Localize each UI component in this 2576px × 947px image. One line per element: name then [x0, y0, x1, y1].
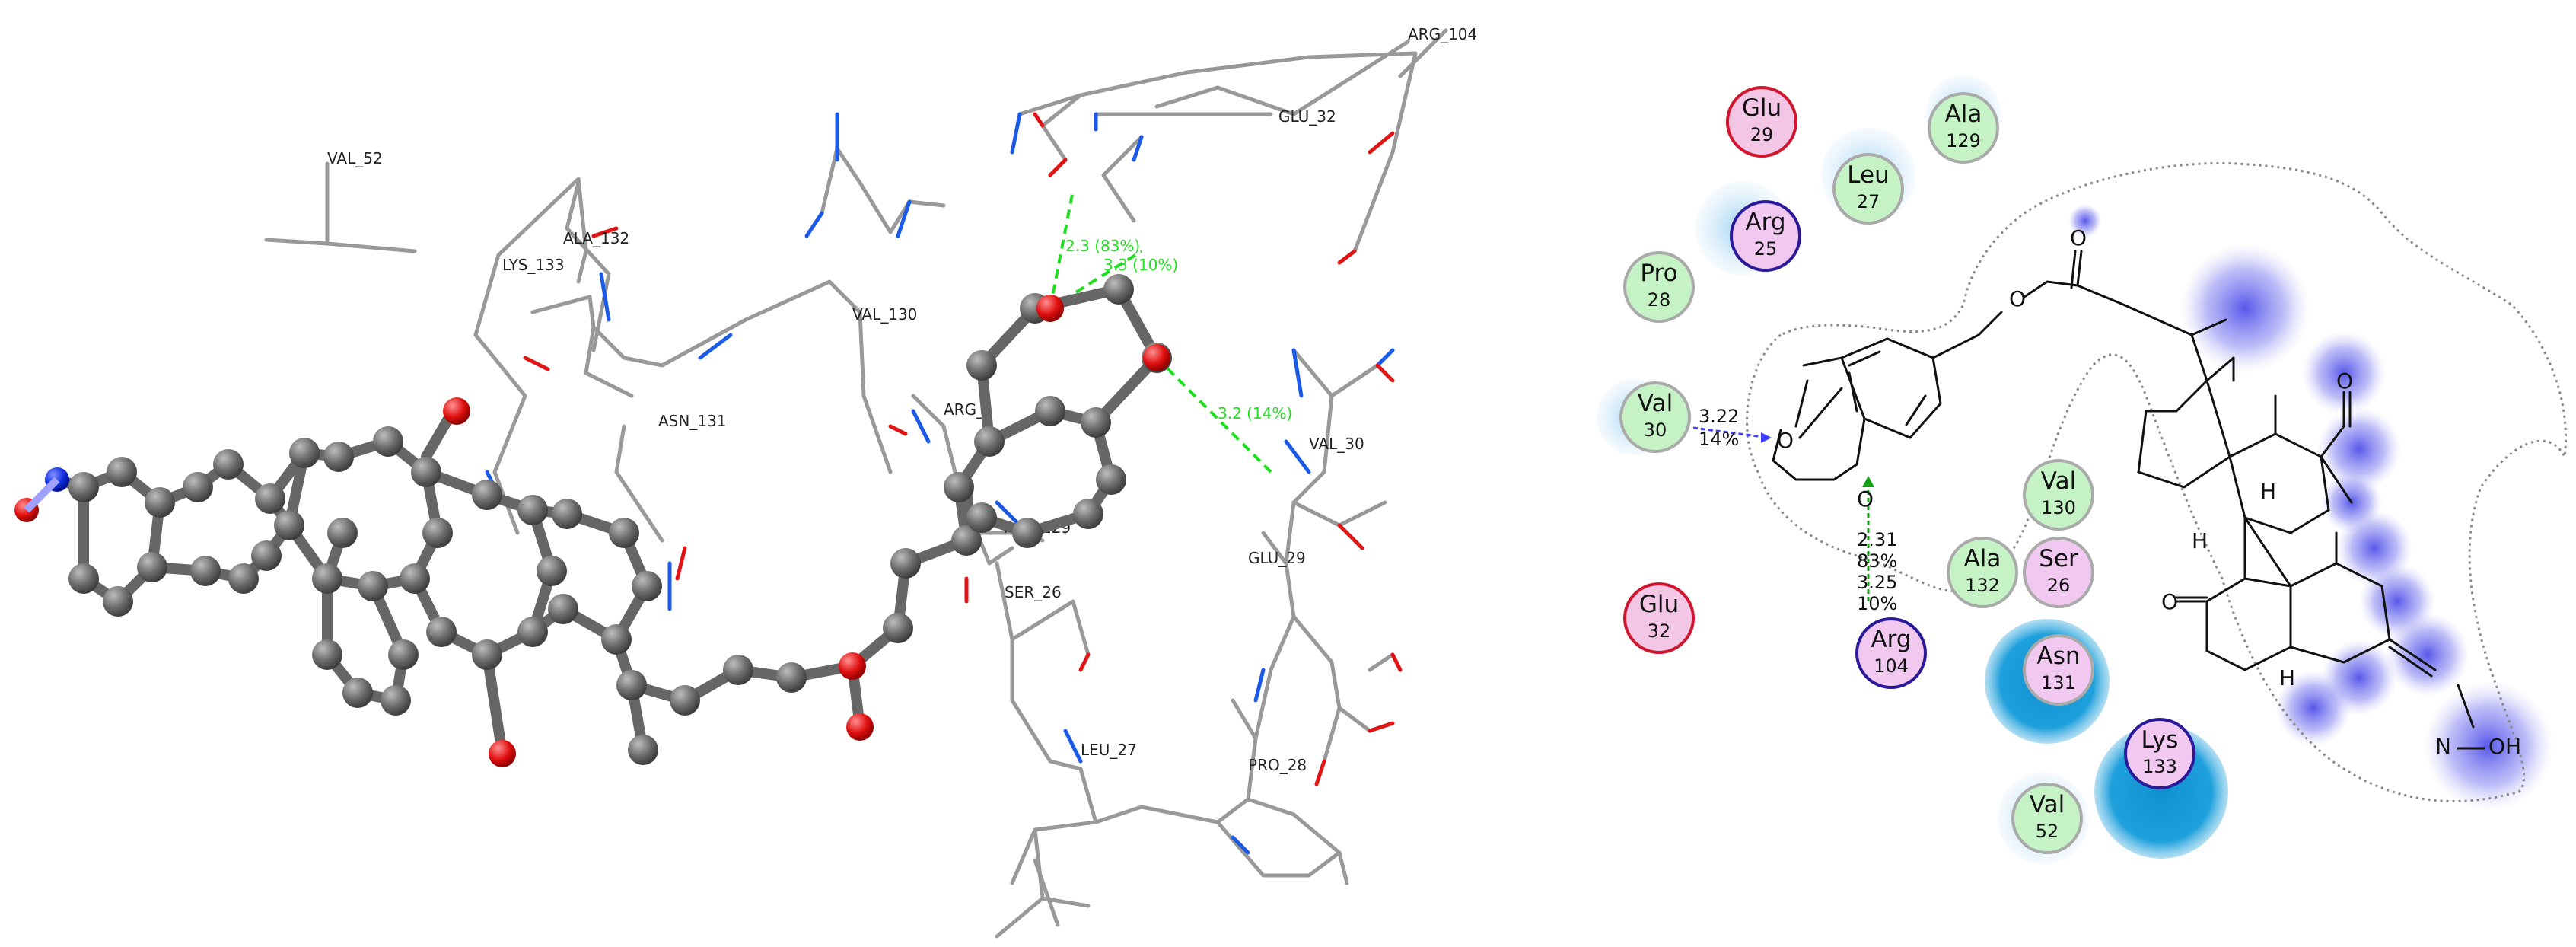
atom-o-4: O	[2070, 225, 2087, 250]
residue-number: 52	[2036, 821, 2059, 842]
residue-name: Arg	[1745, 209, 1785, 236]
residue-name: Val	[2041, 467, 2076, 495]
arg104-distance-1: 2.31	[1857, 529, 1897, 550]
atom-oh: OH	[2488, 734, 2521, 759]
residue-number: 30	[1644, 419, 1667, 441]
residue-val52: Val 52	[2011, 783, 2083, 854]
residue-lys133: Lys 133	[2124, 718, 2195, 789]
residue-number: 29	[1750, 124, 1774, 145]
atom-h-1: H	[2260, 479, 2276, 504]
residue-number: 26	[2047, 575, 2071, 596]
residue-name: Ser	[2039, 545, 2078, 572]
heteroatom-sticks	[485, 112, 1403, 855]
atom-o-5: O	[2336, 368, 2353, 394]
residue-name: Asn	[2036, 642, 2080, 670]
residue-name: Val	[1638, 390, 1673, 417]
residue-name: Glu	[1742, 94, 1782, 122]
residue-number: 130	[2041, 497, 2076, 518]
val30-distance: 3.22	[1699, 406, 1739, 427]
label-glu29: GLU_29	[1248, 549, 1306, 567]
label-val30: VAL_30	[1309, 435, 1364, 453]
residue-name: Val	[2030, 791, 2065, 818]
residue-number: 25	[1754, 238, 1778, 260]
residue-val30: Val 30	[1619, 381, 1691, 453]
residue-arg104: Arg 104	[1855, 617, 1927, 689]
atom-o-6: O	[2161, 589, 2178, 614]
label-lys133: LYS_133	[502, 256, 565, 274]
hbond-label-2: 3.3 (10%)	[1103, 256, 1178, 274]
val30-occupancy: 14%	[1699, 429, 1739, 450]
label-arg104: ARG_104	[1408, 25, 1477, 43]
ligand-3d	[14, 274, 1172, 767]
pose-3d-panel: ARG_104 GLU_32 VAL_52 ALA_132 LYS_133 VA…	[14, 25, 1477, 939]
residue-ala132: Ala 132	[1947, 537, 2018, 608]
residue-name: Pro	[1640, 260, 1677, 287]
residue-name: Ala	[1945, 100, 1982, 128]
residue-val130: Val 130	[2023, 459, 2094, 531]
hbond-label-1: 2.3 (83%)	[1065, 237, 1140, 255]
residue-leu27: Leu 27	[1832, 153, 1904, 225]
residue-pro28: Pro 28	[1623, 251, 1695, 323]
residue-glu32: Glu 32	[1623, 582, 1695, 654]
label-val130: VAL_130	[852, 305, 917, 324]
hbonds-2d	[1692, 426, 1870, 601]
residue-name: Lys	[2141, 726, 2179, 754]
residue-arg25: Arg 25	[1730, 200, 1801, 272]
residue-name: Leu	[1847, 161, 1889, 189]
ligand-halos	[2068, 204, 2553, 811]
residue-ala129: Ala 129	[1928, 92, 1999, 164]
hbond-arrowhead-arg104	[1862, 476, 1874, 487]
label-val52: VAL_52	[327, 149, 383, 167]
residue-labels-3d: ARG_104 GLU_32 VAL_52 ALA_132 LYS_133 VA…	[327, 25, 1477, 774]
residue-discs: Glu 29 Leu 27 Ala 129 Arg 25 Pro 28	[1619, 86, 2195, 854]
residue-number: 28	[1648, 289, 1671, 311]
residue-glu29: Glu 29	[1726, 86, 1797, 158]
label-leu27: LEU_27	[1081, 741, 1137, 759]
atom-o-2: O	[1857, 486, 1874, 512]
atom-h-2: H	[2192, 528, 2208, 553]
arg104-occupancy-1: 83%	[1857, 550, 1897, 572]
residue-number: 27	[1857, 191, 1880, 212]
hbond-labels-3d: 2.3 (83%) 3.3 (10%) 3.2 (14%)	[1065, 237, 1292, 422]
residue-number: 132	[1965, 575, 2000, 596]
label-asn131: ASN_131	[658, 412, 727, 430]
atom-o-3: O	[2009, 286, 2026, 311]
residue-number: 129	[1946, 130, 1981, 151]
residue-number: 131	[2041, 672, 2076, 694]
hbond-annotations-2d: 3.22 14% 2.31 83% 3.25 10%	[1699, 406, 1897, 614]
residue-ser26: Ser 26	[2023, 537, 2094, 608]
interaction-map-2d: O O O O O O H H H N OH 3.22 14% 2.31 83%…	[1597, 76, 2568, 864]
label-ala132: ALA_132	[563, 229, 629, 247]
ligand-2d-structure	[1772, 250, 2475, 729]
residue-asn131: Asn 131	[2023, 634, 2094, 706]
arg104-occupancy-2: 10%	[1857, 593, 1897, 614]
atom-h-3: H	[2279, 665, 2295, 690]
residue-number: 133	[2142, 756, 2177, 777]
label-glu32: GLU_32	[1278, 107, 1336, 126]
residue-name: Glu	[1639, 591, 1679, 618]
residue-name: Ala	[1964, 545, 2001, 572]
residue-name: Arg	[1871, 626, 1911, 653]
residue-number: 104	[1874, 655, 1909, 677]
atom-labels: O O O O O O H H H N OH	[1777, 225, 2521, 759]
label-pro28: PRO_28	[1248, 756, 1307, 774]
hbond-label-3: 3.2 (14%)	[1218, 404, 1292, 422]
label-ser26: SER_26	[1005, 583, 1062, 601]
hbond-arrowhead-val30	[1761, 432, 1772, 443]
atom-o-1: O	[1777, 428, 1794, 453]
residue-number: 32	[1648, 620, 1671, 642]
atom-n: N	[2435, 734, 2451, 759]
label-arg: ARG_	[944, 400, 985, 419]
arg104-distance-2: 3.25	[1857, 572, 1897, 593]
